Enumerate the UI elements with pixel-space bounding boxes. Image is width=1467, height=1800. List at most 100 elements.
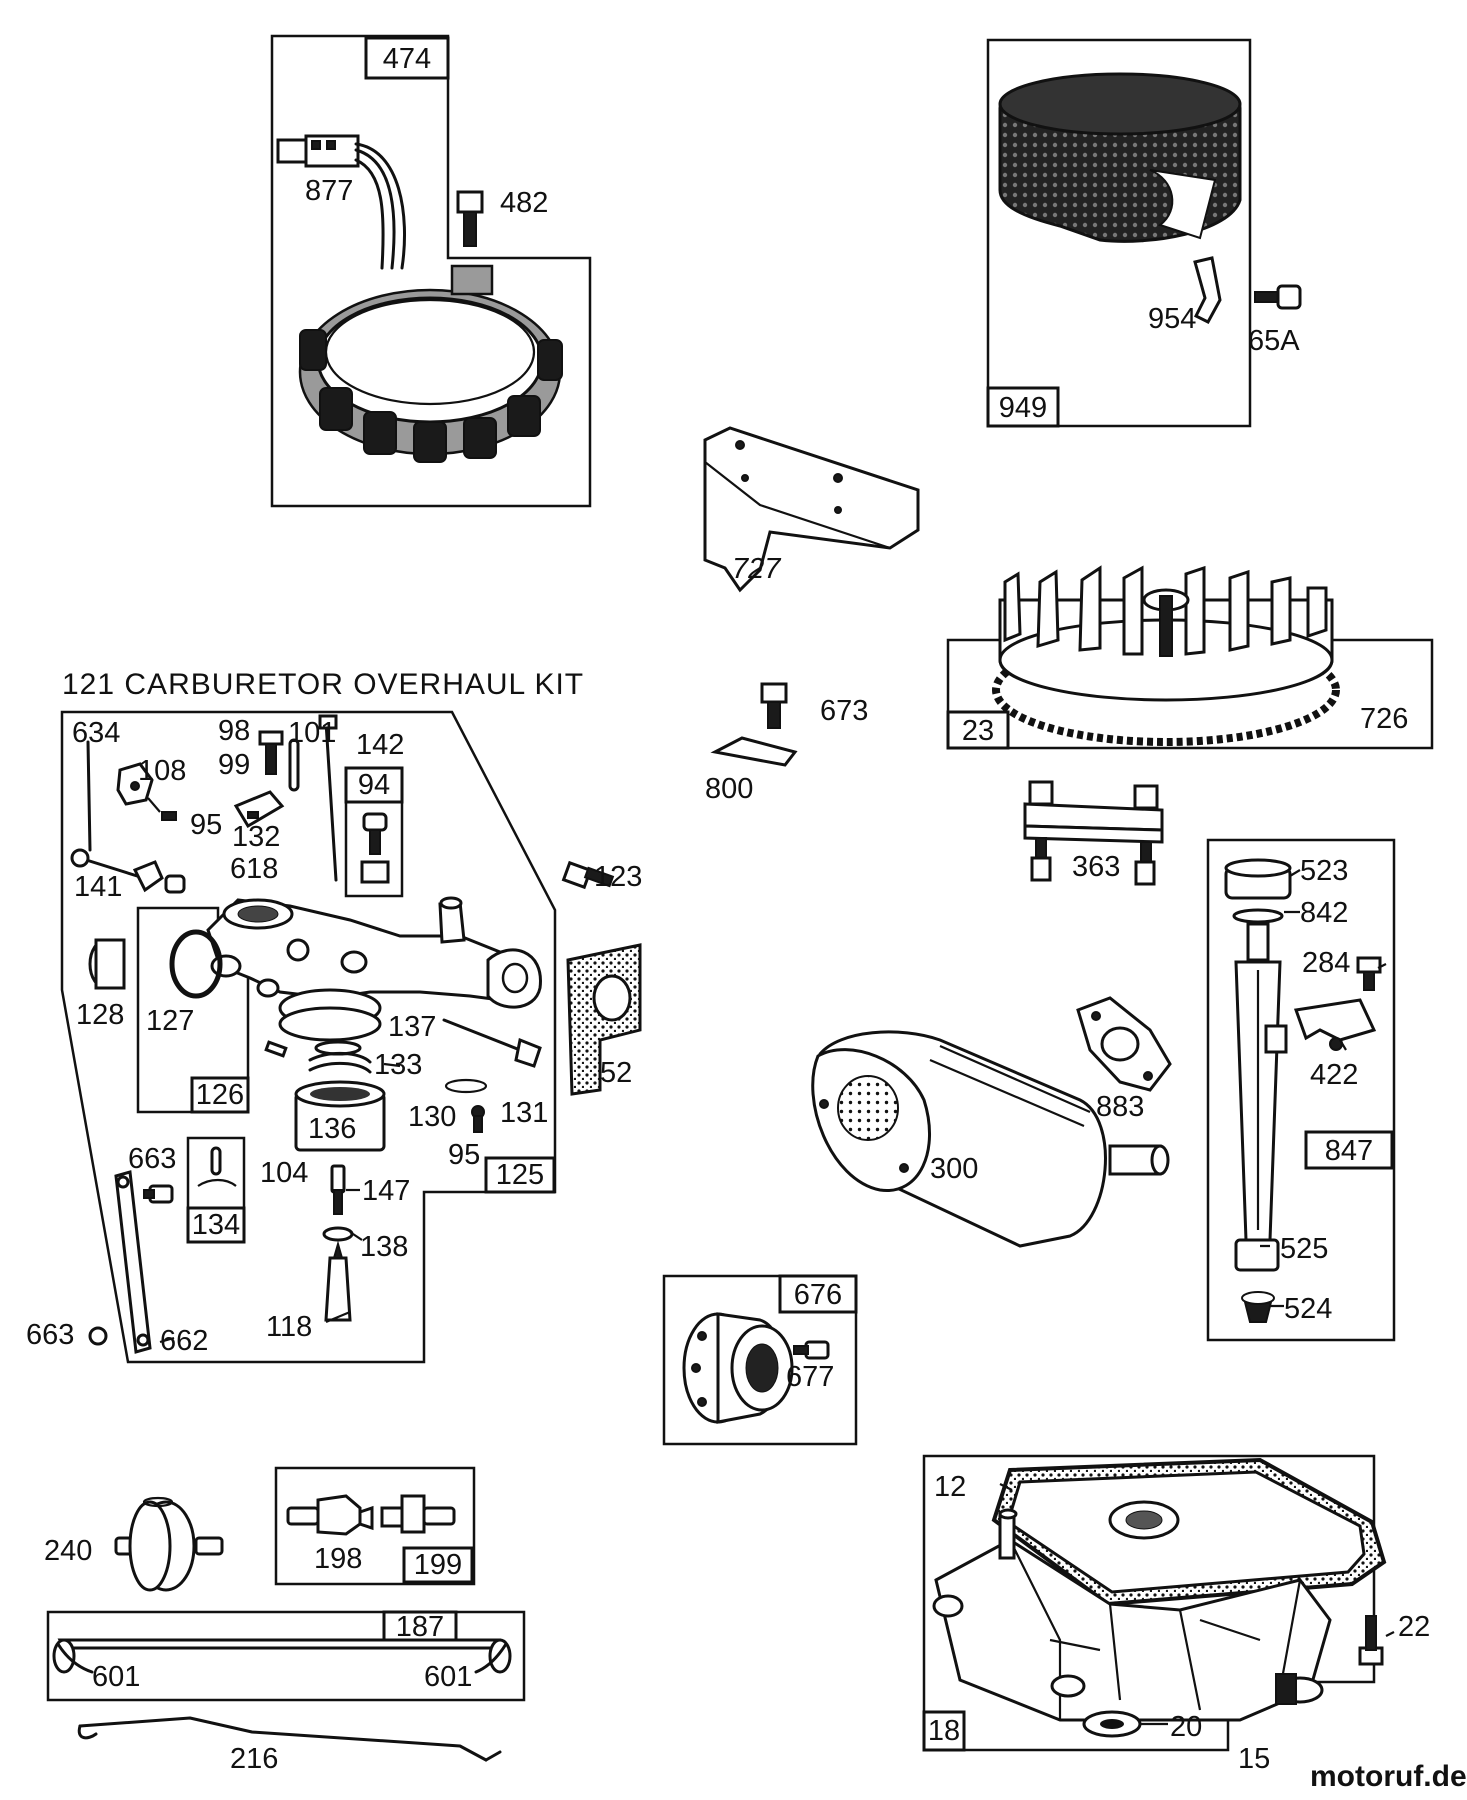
connector-plug-icon bbox=[276, 134, 360, 168]
label-800: 800 bbox=[705, 773, 753, 805]
box-label-199: 199 bbox=[414, 1549, 462, 1581]
label-877: 877 bbox=[305, 175, 353, 207]
label-198: 198 bbox=[314, 1543, 362, 1575]
label-138: 138 bbox=[360, 1231, 408, 1263]
label-727: 727 bbox=[732, 553, 782, 585]
label-130: 130 bbox=[408, 1101, 456, 1133]
label-95-lower: 95 bbox=[448, 1139, 480, 1171]
fuel-filter-group: 240 bbox=[44, 1496, 224, 1592]
label-22: 22 bbox=[1398, 1611, 1430, 1643]
box-94 bbox=[344, 766, 404, 804]
plate-800-group: 800 bbox=[705, 736, 798, 805]
box-23 bbox=[946, 710, 1010, 750]
label-12: 12 bbox=[934, 1471, 966, 1503]
label-118: 118 bbox=[266, 1311, 312, 1343]
screw-673-group: 673 bbox=[760, 682, 868, 729]
label-108: 108 bbox=[138, 755, 186, 787]
screw-65a-icon bbox=[1254, 284, 1302, 310]
box-label-18: 18 bbox=[928, 1715, 960, 1747]
label-482: 482 bbox=[500, 187, 548, 219]
label-300: 300 bbox=[930, 1153, 978, 1185]
box-label-187: 187 bbox=[396, 1611, 444, 1643]
label-128: 128 bbox=[76, 999, 124, 1031]
label-98: 98 bbox=[218, 715, 250, 747]
label-132: 132 bbox=[232, 821, 280, 853]
label-65a: 65A bbox=[1248, 325, 1300, 357]
label-240: 240 bbox=[44, 1535, 92, 1567]
label-127: 127 bbox=[146, 1005, 194, 1037]
label-663-lower: 663 bbox=[26, 1319, 74, 1351]
label-20: 20 bbox=[1170, 1711, 1202, 1743]
label-363: 363 bbox=[1072, 851, 1120, 883]
sump-group: 18 12 22 20 15 bbox=[922, 1454, 1430, 1775]
label-15: 15 bbox=[1238, 1743, 1270, 1775]
box-label-126: 126 bbox=[196, 1079, 244, 1111]
label-954: 954 bbox=[1148, 303, 1196, 335]
clip-954-icon bbox=[1193, 256, 1222, 324]
muffler-icon bbox=[811, 1030, 1170, 1248]
box-label-474: 474 bbox=[383, 43, 431, 75]
label-842: 842 bbox=[1300, 897, 1348, 929]
box-label-134: 134 bbox=[192, 1209, 240, 1241]
box-label-847: 847 bbox=[1325, 1135, 1373, 1167]
box-125 bbox=[484, 1156, 556, 1194]
box-label-125: 125 bbox=[496, 1159, 544, 1191]
label-284: 284 bbox=[1302, 947, 1350, 979]
label-141: 141 bbox=[74, 871, 122, 903]
label-52: 52 bbox=[600, 1057, 632, 1089]
seal-676-group: 676 677 bbox=[662, 1274, 858, 1446]
label-131: 131 bbox=[500, 1097, 548, 1129]
stator-group: 474 877 bbox=[270, 34, 592, 508]
flywheel-group: 23 726 bbox=[946, 565, 1434, 750]
bearing-seal-icon bbox=[682, 1312, 794, 1424]
box-126 bbox=[190, 1076, 250, 1114]
choke-link-group: 187 601 601 bbox=[46, 1610, 526, 1702]
label-525: 525 bbox=[1280, 1233, 1328, 1265]
box-474 bbox=[364, 36, 450, 80]
label-673: 673 bbox=[820, 695, 868, 727]
label-95-upper: 95 bbox=[190, 809, 222, 841]
label-142: 142 bbox=[356, 729, 404, 761]
box-199 bbox=[402, 1546, 474, 1584]
box-label-949: 949 bbox=[999, 392, 1047, 424]
label-147: 147 bbox=[362, 1175, 410, 1207]
flywheel-icon bbox=[992, 565, 1340, 746]
sump-cover-icon bbox=[932, 1457, 1387, 1722]
label-524: 524 bbox=[1284, 1293, 1332, 1325]
box-label-676: 676 bbox=[794, 1279, 842, 1311]
label-663-upper: 663 bbox=[128, 1143, 176, 1175]
label-101: 101 bbox=[288, 717, 336, 749]
label-677: 677 bbox=[786, 1361, 834, 1393]
label-137: 137 bbox=[388, 1011, 436, 1043]
dipstick-group: 847 523 842 284 422 525 524 bbox=[1206, 838, 1396, 1342]
box-676 bbox=[778, 1274, 858, 1314]
kit-title: 121 CARBURETOR OVERHAUL KIT bbox=[62, 668, 584, 701]
box-label-94: 94 bbox=[358, 769, 390, 801]
gasket-52-icon bbox=[566, 943, 642, 1096]
box-949 bbox=[986, 386, 1060, 428]
label-136: 136 bbox=[308, 1113, 356, 1145]
bracket-363-group: 363 bbox=[1023, 780, 1164, 886]
carburetor-group: 126 125 94 134 bbox=[26, 710, 642, 1364]
label-601-right: 601 bbox=[424, 1661, 472, 1693]
label-422: 422 bbox=[1310, 1059, 1358, 1091]
label-601-left: 601 bbox=[92, 1661, 140, 1693]
watermark: motoruf.de bbox=[1310, 1760, 1467, 1793]
filter-element-icon bbox=[998, 72, 1242, 243]
stator-ring-icon bbox=[298, 264, 563, 463]
box-label-23: 23 bbox=[962, 715, 994, 747]
box-134 bbox=[186, 1206, 246, 1244]
carburetor-body-icon bbox=[206, 896, 542, 1042]
label-123: 123 bbox=[594, 861, 642, 893]
baffle-727-group: 727 bbox=[703, 426, 920, 593]
box-18 bbox=[922, 1710, 966, 1752]
label-216: 216 bbox=[230, 1743, 278, 1775]
fittings-group: 199 198 bbox=[274, 1466, 476, 1586]
label-618: 618 bbox=[230, 853, 278, 885]
label-883: 883 bbox=[1096, 1091, 1144, 1123]
label-634: 634 bbox=[72, 717, 120, 749]
box-847 bbox=[1304, 1130, 1394, 1170]
label-99: 99 bbox=[218, 749, 250, 781]
label-523: 523 bbox=[1300, 855, 1348, 887]
